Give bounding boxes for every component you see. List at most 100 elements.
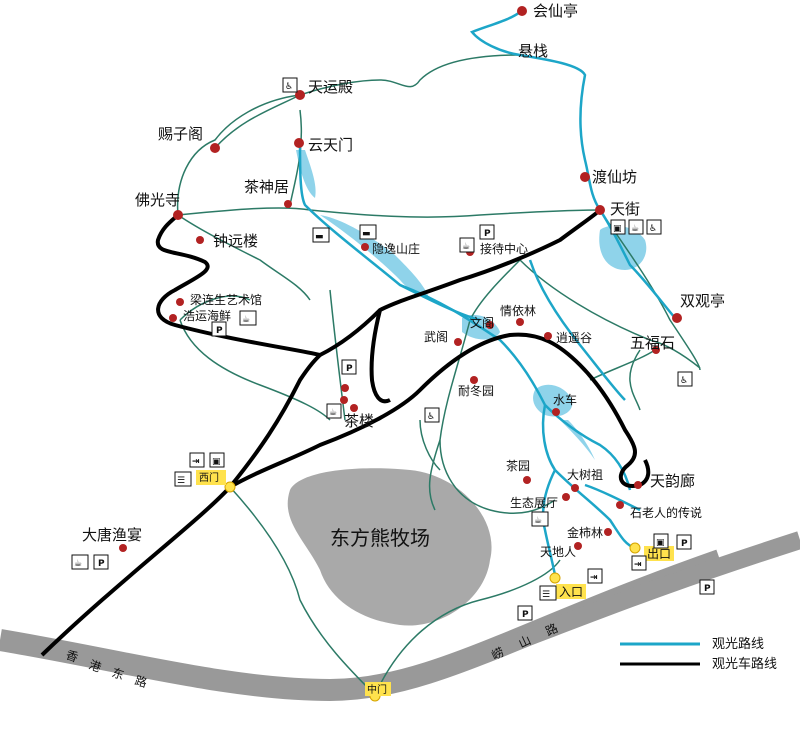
road-label-char: 路 — [543, 620, 560, 639]
parking-icon: P — [341, 359, 357, 375]
poi-qingyi-lin[interactable] — [516, 318, 524, 326]
label-haoyun-haixian: 浩运海鲜 — [183, 308, 231, 323]
svg-text:⇥: ⇥ — [634, 560, 642, 570]
label-wen-ge: 文阁 — [470, 315, 494, 330]
stream-middle — [320, 215, 430, 300]
restroom-icon: ♿ — [677, 371, 693, 387]
entrance-label: 入口 — [559, 585, 583, 599]
legend-shuttle-label: 观光车路线 — [712, 656, 777, 672]
laoshan-road — [516, 531, 800, 649]
attraction-labels: 会仙亭 悬栈 天运殿 赐子阁 云天门 渡仙坊 茶神居 佛光寺 天街 钟远楼 隐逸… — [82, 2, 725, 559]
svg-text:☰: ☰ — [177, 476, 185, 486]
svg-text:▬: ▬ — [315, 232, 324, 242]
svg-text:P: P — [484, 229, 491, 239]
svg-text:P: P — [681, 539, 688, 549]
label-dashu-zu: 大树祖 — [567, 467, 603, 482]
poi-wen-ge[interactable] — [486, 321, 494, 329]
poi-zhongyuan-lou[interactable] — [196, 236, 204, 244]
road-label-char: 东 — [110, 666, 126, 683]
label-bear-ranch: 东方熊牧场 — [330, 526, 430, 550]
gates: 西门 中门 入口 出口 — [196, 470, 674, 702]
svg-text:⇥: ⇥ — [192, 457, 200, 467]
road-label-char: 香 — [64, 648, 80, 665]
restaurant-icon: ☕ — [459, 237, 475, 253]
west-gate-label: 西门 — [199, 471, 219, 484]
road-label-char: 山 — [516, 633, 533, 651]
poi-tianyun-lang[interactable] — [634, 481, 642, 489]
poi-yinyi-shanzhuang[interactable] — [361, 243, 369, 251]
poi-cizi-ge[interactable] — [210, 143, 220, 153]
restaurant-icon: ☕ — [239, 310, 257, 326]
svg-text:⇥: ⇥ — [590, 573, 598, 583]
label-cha-yuan: 茶园 — [506, 458, 530, 473]
label-shilaoren: 石老人的传说 — [630, 505, 702, 520]
poi-shengtai-zhanting[interactable] — [562, 493, 570, 501]
svg-text:☕: ☕ — [534, 516, 542, 526]
svg-text:P: P — [98, 559, 105, 569]
poi-chalou-2[interactable] — [340, 396, 348, 404]
svg-text:☕: ☕ — [329, 408, 337, 418]
parking-icon: P — [479, 224, 495, 240]
poi-tiandiren[interactable] — [574, 542, 582, 550]
shop-icon: ▣ — [610, 219, 626, 235]
poi-tianjie[interactable] — [595, 205, 605, 215]
poi-chalou-3[interactable] — [350, 404, 358, 412]
road-label-char: 崂 — [489, 645, 506, 663]
label-shuiche: 水车 — [553, 392, 577, 407]
restroom-icon: ♿ — [646, 219, 662, 235]
poi-chalou-1[interactable] — [341, 384, 349, 392]
label-datang-yuyan: 大唐渔宴 — [82, 526, 142, 544]
svg-text:P: P — [216, 326, 223, 336]
poi-wufu-shi[interactable] — [652, 346, 660, 354]
poi-shuiche[interactable] — [552, 408, 560, 416]
label-cizi-ge: 赐子阁 — [158, 125, 203, 143]
svg-text:P: P — [522, 610, 529, 620]
poi-cha-yuan[interactable] — [523, 476, 531, 484]
poi-duxian-fang[interactable] — [580, 172, 590, 182]
label-xuanzhan: 悬栈 — [518, 42, 548, 60]
poi-haoyun-haixian[interactable] — [169, 314, 177, 322]
poi-huixian-ting[interactable] — [517, 6, 527, 16]
svg-text:▣: ▣ — [212, 457, 221, 467]
exit-label: 出口 — [647, 547, 671, 561]
ticket-icon: ⇥ — [587, 568, 603, 584]
label-foguang-si: 佛光寺 — [135, 191, 180, 209]
shop-icon: ▣ — [209, 452, 225, 468]
restroom-icon: ♿ — [424, 407, 440, 423]
poi-xiaoyao-gu[interactable] — [544, 332, 552, 340]
poi-jinshi-lin[interactable] — [604, 528, 612, 536]
label-yinyi-shanzhuang: 隐逸山庄 — [372, 241, 420, 256]
poi-foguang-si[interactable] — [173, 210, 183, 220]
svg-text:▬: ▬ — [362, 229, 371, 239]
label-jinshi-lin: 金柿林 — [567, 525, 603, 540]
ticket-icon: ⇥ — [189, 452, 205, 468]
poi-dashu-zu[interactable] — [571, 484, 579, 492]
label-cha-lou: 茶楼 — [344, 412, 374, 430]
label-tianjie: 天街 — [610, 200, 640, 218]
poi-datang-yuyan[interactable] — [119, 544, 127, 552]
restaurant-icon: ☕ — [531, 511, 549, 527]
points-of-interest — [119, 6, 682, 552]
trail-network — [176, 54, 701, 696]
svg-text:♿: ♿ — [427, 412, 435, 422]
shop-icon: ▣ — [653, 533, 669, 549]
poi-naidong-yuan[interactable] — [470, 376, 478, 384]
svg-text:☕: ☕ — [462, 242, 470, 252]
svg-text:P: P — [704, 584, 711, 594]
poi-yuntian-men[interactable] — [294, 138, 304, 148]
svg-text:☕: ☕ — [242, 315, 250, 325]
poi-wu-ge[interactable] — [454, 338, 462, 346]
road-label-char: 港 — [87, 658, 103, 675]
label-qingyi-lin: 情依林 — [500, 303, 536, 318]
water-features — [296, 150, 647, 460]
poi-liangliansheng[interactable] — [176, 298, 184, 306]
poi-shilaoren[interactable] — [616, 501, 624, 509]
poi-chashen-ju[interactable] — [284, 200, 292, 208]
middle-gate-label: 中门 — [367, 683, 387, 696]
label-tianyun-dian: 天运殿 — [308, 78, 353, 96]
parking-icon: P — [93, 554, 109, 570]
label-liangliansheng: 梁连生艺术馆 — [190, 292, 262, 307]
svg-text:☕: ☕ — [631, 224, 639, 234]
poi-shuangguan-ting[interactable] — [672, 313, 682, 323]
